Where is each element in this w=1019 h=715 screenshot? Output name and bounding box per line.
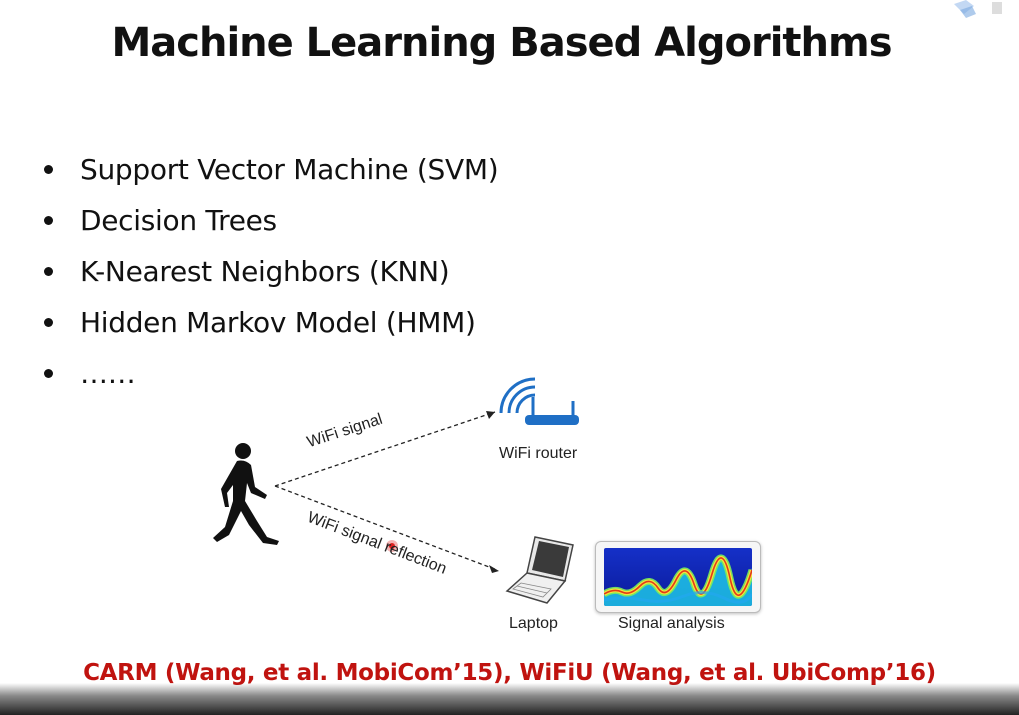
bullet-text: Hidden Markov Model (HMM) [80, 306, 476, 339]
signal-line [274, 411, 496, 487]
bullet-text: Decision Trees [80, 204, 277, 237]
reflection-arrowhead [489, 565, 499, 573]
walking-person-icon [213, 443, 279, 545]
citation-text: CARM (Wang, et al. MobiCom’15), WiFiU (W… [83, 660, 936, 686]
signal-analysis-label: Signal analysis [618, 615, 725, 632]
laptop-icon [505, 536, 574, 604]
wifi-router-label: WiFi router [499, 445, 578, 462]
bullet-text: …… [80, 357, 136, 390]
reflection-line [274, 485, 498, 571]
bullet-list: Support Vector Machine (SVM) Decision Tr… [40, 148, 499, 403]
wifi-sensing-figure: WiFi signal WiFi signal reflection WiFi … [195, 375, 775, 645]
bullet-dot [44, 165, 53, 174]
bullet-item: Hidden Markov Model (HMM) [40, 301, 498, 352]
slide-title: Machine Learning Based Algorithms [111, 20, 892, 66]
signal-arrowhead [486, 411, 495, 419]
bullet-dot [44, 267, 53, 276]
bullet-text: Support Vector Machine (SVM) [80, 153, 499, 186]
signal-analysis-panel [595, 541, 761, 613]
bullet-item: Support Vector Machine (SVM) [40, 148, 499, 199]
bullet-item: …… [40, 352, 498, 403]
bullet-item: Decision Trees [40, 199, 498, 250]
bullet-dot [44, 216, 53, 225]
spectrogram-image [604, 548, 752, 606]
corner-logo-icon [950, 0, 1010, 20]
laptop-label: Laptop [509, 615, 558, 632]
bullet-text: K-Nearest Neighbors (KNN) [80, 255, 450, 288]
bullet-dot [44, 318, 53, 327]
cursor-dot-icon [386, 540, 398, 552]
wifi-router-icon [499, 377, 579, 425]
bullet-item: K-Nearest Neighbors (KNN) [40, 250, 498, 301]
video-bottom-bar [0, 683, 1019, 715]
bullet-dot [44, 369, 53, 378]
